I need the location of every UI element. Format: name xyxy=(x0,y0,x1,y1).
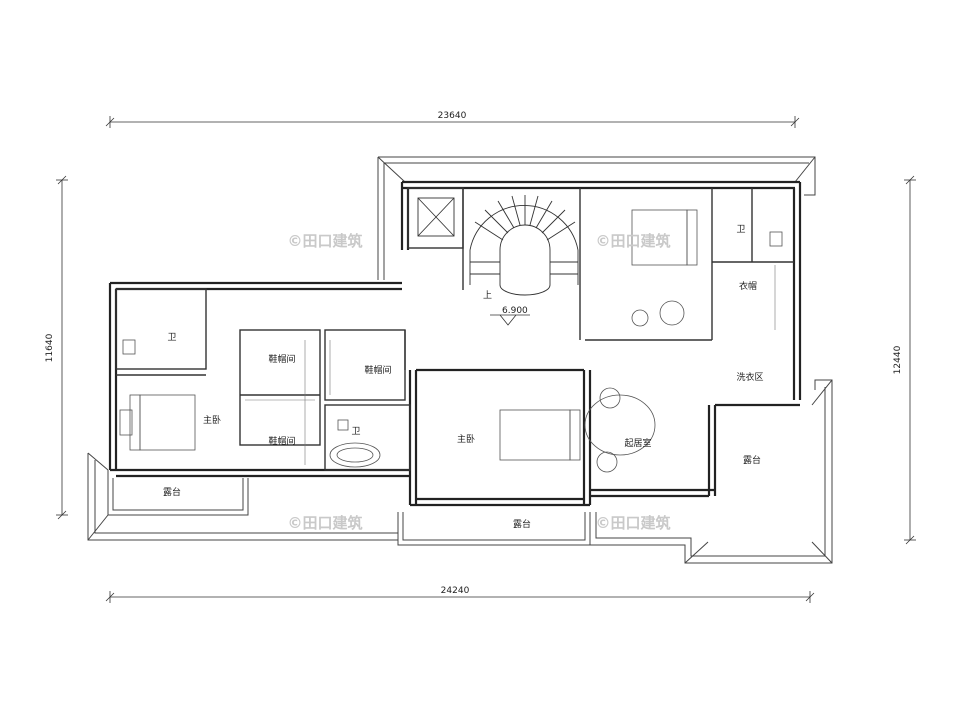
interior-walls xyxy=(115,187,794,471)
bed-right xyxy=(631,209,698,266)
dimension-bottom xyxy=(105,591,815,603)
dimension-left xyxy=(56,175,68,520)
bed-left xyxy=(119,394,196,451)
bathtub xyxy=(329,442,381,468)
room-living: 起居室 xyxy=(624,437,651,449)
room-laundry: 洗衣区 xyxy=(736,371,763,383)
bed-mid xyxy=(499,409,581,461)
dimension-right-label: 12440 xyxy=(893,345,903,374)
walls xyxy=(108,180,802,507)
dimension-right xyxy=(904,175,916,545)
room-terrace-mid: 露台 xyxy=(513,518,531,530)
room-closet: 衣帽 xyxy=(739,280,757,292)
closet-racks xyxy=(245,265,776,465)
stair-up-label: 上 xyxy=(483,290,492,301)
elevator-shaft xyxy=(417,197,455,237)
dimension-bottom-label: 24240 xyxy=(441,586,470,596)
room-master-bed-left: 主卧 xyxy=(203,414,221,426)
room-bath-right: 卫 xyxy=(736,225,745,235)
level-marker xyxy=(490,314,530,326)
dimension-left-label: 11640 xyxy=(45,333,55,362)
room-terrace-left: 露台 xyxy=(163,486,181,498)
watermark-4: ©田口建筑 xyxy=(595,514,670,532)
watermark-1: ©田口建筑 xyxy=(287,232,362,250)
room-shoe-hat-3: 鞋帽间 xyxy=(364,364,391,376)
room-terrace-right: 露台 xyxy=(743,454,761,466)
room-shoe-hat-1: 鞋帽间 xyxy=(268,353,295,365)
dimension-top-label: 23640 xyxy=(438,111,467,121)
level-label: 6.900 xyxy=(502,306,528,316)
dimension-top xyxy=(105,116,800,128)
room-shoe-hat-2: 鞋帽间 xyxy=(268,435,295,447)
living-furniture xyxy=(584,300,685,473)
watermark-3: ©田口建筑 xyxy=(287,514,362,532)
eave-outline xyxy=(87,156,833,564)
room-master-bed-mid: 主卧 xyxy=(457,433,475,445)
toilet-fixtures xyxy=(122,231,783,431)
watermark-2: ©田口建筑 xyxy=(595,232,670,250)
spiral-stair xyxy=(469,195,579,296)
room-bath-mid: 卫 xyxy=(351,427,360,437)
room-bath-left: 卫 xyxy=(167,333,176,343)
